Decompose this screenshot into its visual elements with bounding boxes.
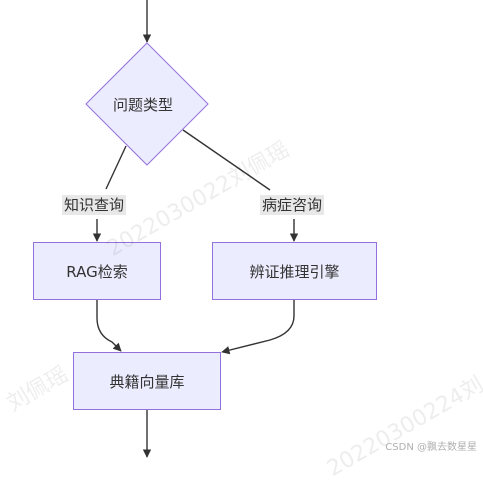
edges-layer — [85, 0, 299, 458]
edge-decision-to-syndrome-a — [182, 129, 271, 191]
footer-credit: CSDN @飘去数星星 — [385, 442, 477, 453]
flowchart: 问题类型 知识查询 病症咨询 RAG检索 辨证推理引擎 典籍向量库 202203… — [3, 0, 483, 482]
decision-label: 问题类型 — [113, 96, 174, 114]
edge-label-knowledge-query: 知识查询 — [62, 195, 127, 215]
syndrome-node: 辨证推理引擎 — [212, 242, 377, 300]
edge-rag-to-classics — [96, 300, 122, 352]
classics-node: 典籍向量库 — [73, 352, 221, 410]
edge-syndrome-to-classics — [221, 300, 295, 355]
decision-diamond — [85, 42, 209, 166]
rag-node: RAG检索 — [33, 242, 161, 300]
edge-decision-to-rag-a — [105, 145, 127, 190]
edge-label-symptom-consult: 病症咨询 — [260, 195, 325, 215]
